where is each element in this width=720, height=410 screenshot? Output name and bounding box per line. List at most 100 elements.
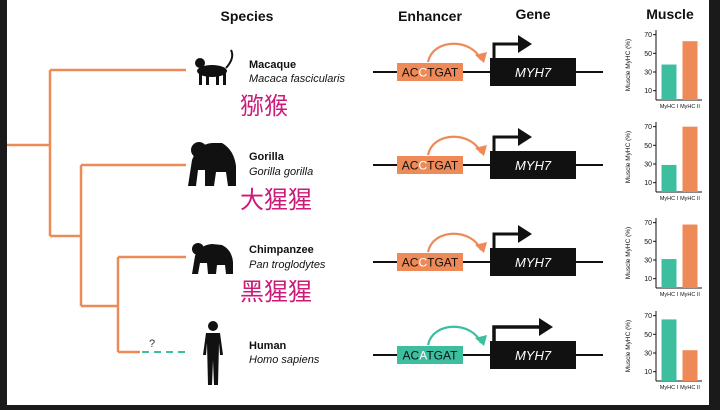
enhancer-box	[397, 63, 463, 81]
chart-bar-myhc-ii	[682, 224, 698, 288]
figure-panel: Species Enhancer Gene Muscle ?	[7, 0, 709, 405]
chart-bar-myhc-ii	[682, 350, 698, 381]
enhancer-arrowhead	[475, 145, 487, 156]
enhancer-arrowhead	[475, 335, 487, 346]
enhancer-box	[397, 346, 463, 364]
chart-x-tick-label: MyHC II	[680, 104, 700, 110]
chart-y-tick-label: 70	[644, 32, 652, 39]
chart-y-tick-label: 30	[644, 162, 652, 169]
chart-y-tick-label: 50	[644, 51, 652, 58]
enhancer-sequence-prefix: AC	[402, 66, 419, 80]
chart-x-tick-label: MyHC I	[660, 292, 679, 298]
chart-y-tick-label: 30	[644, 258, 652, 265]
tree-unknown-label: ?	[149, 338, 155, 350]
header-muscle: Muscle	[646, 6, 694, 22]
enhancer-box	[397, 253, 463, 271]
construct-chimpanzee: ACCTGAT MYH7	[373, 225, 603, 276]
gene-label: MYH7	[515, 348, 552, 363]
species-latin-gorilla: Gorilla gorilla	[249, 166, 313, 178]
transcription-arrow	[492, 325, 541, 341]
enhancer-sequence-prefix: AC	[402, 256, 419, 270]
gene-label: MYH7	[515, 158, 552, 173]
chart-y-tick-label: 70	[644, 313, 652, 320]
species-chinese-macaque: 猕猴	[240, 93, 288, 120]
gene-box	[490, 341, 576, 369]
chart-x-tick-label: MyHC II	[680, 196, 700, 202]
species-common-gorilla: Gorilla	[249, 151, 285, 163]
species-latin-chimpanzee: Pan troglodytes	[249, 259, 326, 271]
chart-y-tick-label: 30	[644, 351, 652, 358]
figure-svg: Species Enhancer Gene Muscle ?	[7, 6, 702, 391]
chart-y-axis-label: Muscle MyHC (%)	[625, 131, 632, 183]
enhancer-arrowhead	[475, 52, 487, 63]
chart-x-tick-label: MyHC II	[680, 292, 700, 298]
enhancer-arrow	[426, 232, 483, 253]
chart-x-tick-label: MyHC II	[680, 385, 700, 391]
transcription-arrow	[492, 232, 520, 248]
species-latin-macaque: Macaca fascicularis	[249, 73, 345, 85]
transcription-arrow	[492, 135, 520, 151]
enhancer-sequence-suffix: TGAT	[426, 349, 458, 363]
chart-y-tick-label: 30	[644, 70, 652, 77]
transcription-arrow	[492, 42, 520, 58]
chart-bar-myhc-i	[661, 164, 677, 192]
species-common-human: Human	[249, 340, 287, 352]
enhancer-sequence-variant: C	[418, 66, 427, 80]
enhancer-box	[397, 156, 463, 174]
chart-bar-myhc-i	[661, 319, 677, 381]
phylogenetic-tree	[7, 68, 186, 354]
enhancer-sequence-variant: A	[419, 349, 427, 363]
enhancer-sequence-suffix: TGAT	[427, 66, 459, 80]
species-common-chimpanzee: Chimpanzee	[249, 244, 314, 256]
enhancer-sequence-variant: C	[418, 159, 427, 173]
enhancer-arrow	[426, 135, 483, 156]
chart-y-tick-label: 70	[644, 124, 652, 131]
chart-y-axis-label: Muscle MyHC (%)	[625, 227, 632, 279]
enhancer-sequence-variant: C	[418, 256, 427, 270]
macaque-silhouette-icon	[195, 49, 234, 85]
chart-bar-myhc-ii	[682, 41, 698, 100]
chart-y-tick-label: 10	[644, 88, 652, 95]
species-latin-human: Homo sapiens	[249, 354, 320, 366]
gene-label: MYH7	[515, 255, 552, 270]
chart-y-tick-label: 10	[644, 276, 652, 283]
header-species: Species	[221, 8, 274, 24]
chart-y-tick-label: 50	[644, 332, 652, 339]
chimpanzee-silhouette-icon	[192, 243, 233, 274]
transcription-arrowhead	[518, 128, 532, 146]
transcription-arrowhead	[518, 225, 532, 243]
species-common-macaque: Macaque	[249, 59, 296, 71]
enhancer-sequence: ACCTGAT	[402, 256, 459, 270]
construct-gorilla: ACCTGAT MYH7	[373, 128, 603, 179]
enhancer-sequence-suffix: TGAT	[427, 256, 459, 270]
header-enhancer: Enhancer	[398, 8, 462, 24]
enhancer-sequence: ACATGAT	[403, 349, 459, 363]
gorilla-silhouette-icon	[188, 142, 236, 186]
enhancer-sequence-suffix: TGAT	[427, 159, 459, 173]
chart-y-tick-label: 50	[644, 143, 652, 150]
transcription-arrowhead	[539, 318, 553, 336]
human-silhouette-icon	[203, 321, 223, 385]
chart-y-tick-label: 10	[644, 180, 652, 187]
enhancer-sequence-prefix: AC	[402, 159, 419, 173]
gene-box	[490, 248, 576, 276]
gene-box	[490, 151, 576, 179]
enhancer-arrowhead	[475, 242, 487, 253]
transcription-arrowhead	[518, 35, 532, 53]
enhancer-sequence-prefix: AC	[403, 349, 420, 363]
chart-bar-myhc-i	[661, 259, 677, 288]
enhancer-arrow	[426, 325, 483, 346]
enhancer-sequence: ACCTGAT	[402, 159, 459, 173]
chart-y-tick-label: 70	[644, 220, 652, 227]
chart-y-axis-label: Muscle MyHC (%)	[625, 320, 632, 372]
chart-x-tick-label: MyHC I	[660, 196, 679, 202]
chart-x-tick-label: MyHC I	[660, 104, 679, 110]
species-chinese-gorilla: 大猩猩	[240, 187, 312, 214]
